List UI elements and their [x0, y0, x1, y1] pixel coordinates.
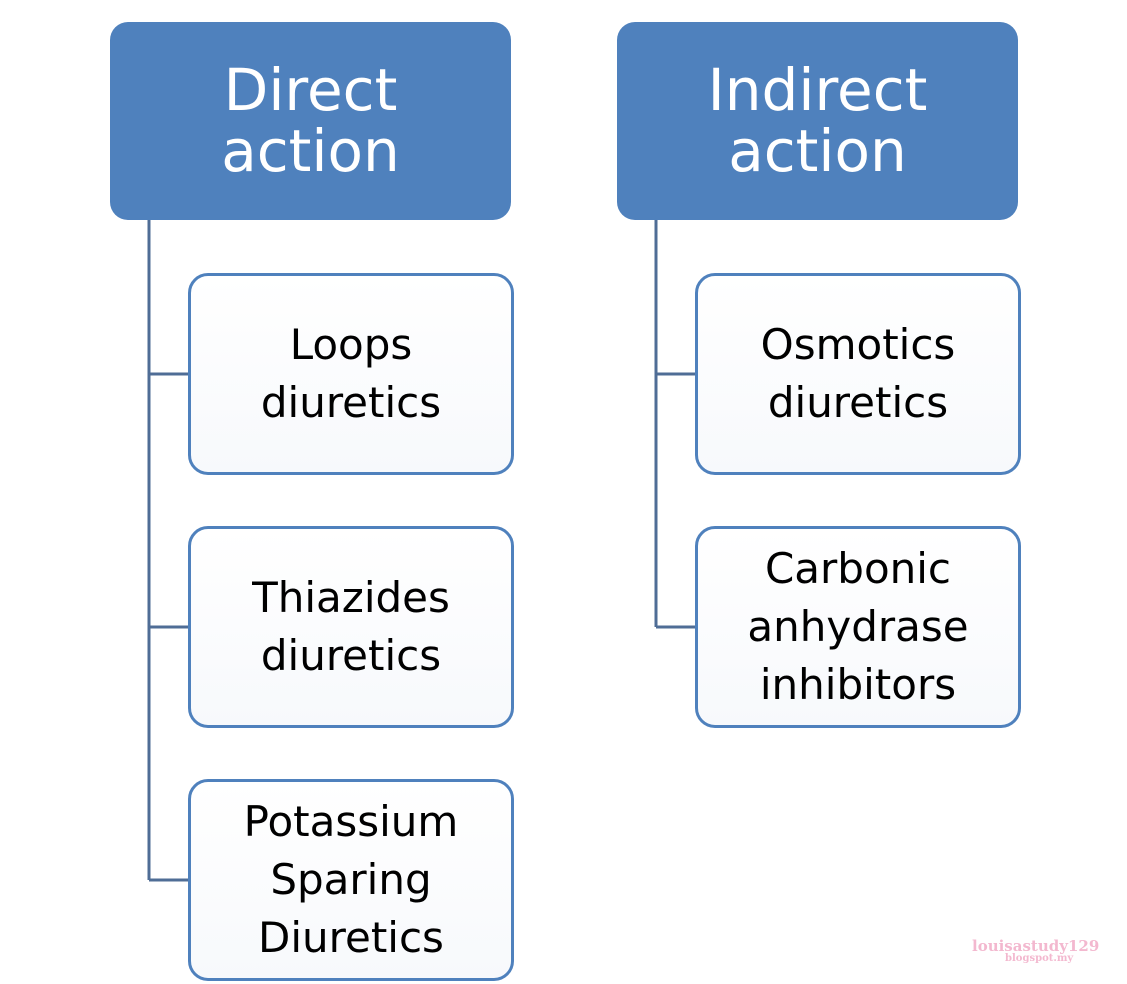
watermark: louisastudy129 blogspot.my [972, 939, 1122, 964]
direct-action-header: Direct action [110, 22, 511, 220]
carbonic-anhydrase-inhibitors-box: Carbonic anhydrase inhibitors [695, 526, 1021, 728]
loops-diuretics-box: Loops diuretics [188, 273, 514, 475]
watermark-site-name: louisastudy129 [972, 937, 1100, 955]
watermark-domain: blogspot.my [1005, 953, 1074, 964]
indirect-action-header: Indirect action [617, 22, 1018, 220]
potassium-sparing-diuretics-box: Potassium Sparing Diuretics [188, 779, 514, 981]
osmotics-diuretics-box: Osmotics diuretics [695, 273, 1021, 475]
indirect-connectors [654, 220, 695, 629]
direct-connectors [147, 220, 188, 882]
thiazides-diuretics-box: Thiazides diuretics [188, 526, 514, 728]
